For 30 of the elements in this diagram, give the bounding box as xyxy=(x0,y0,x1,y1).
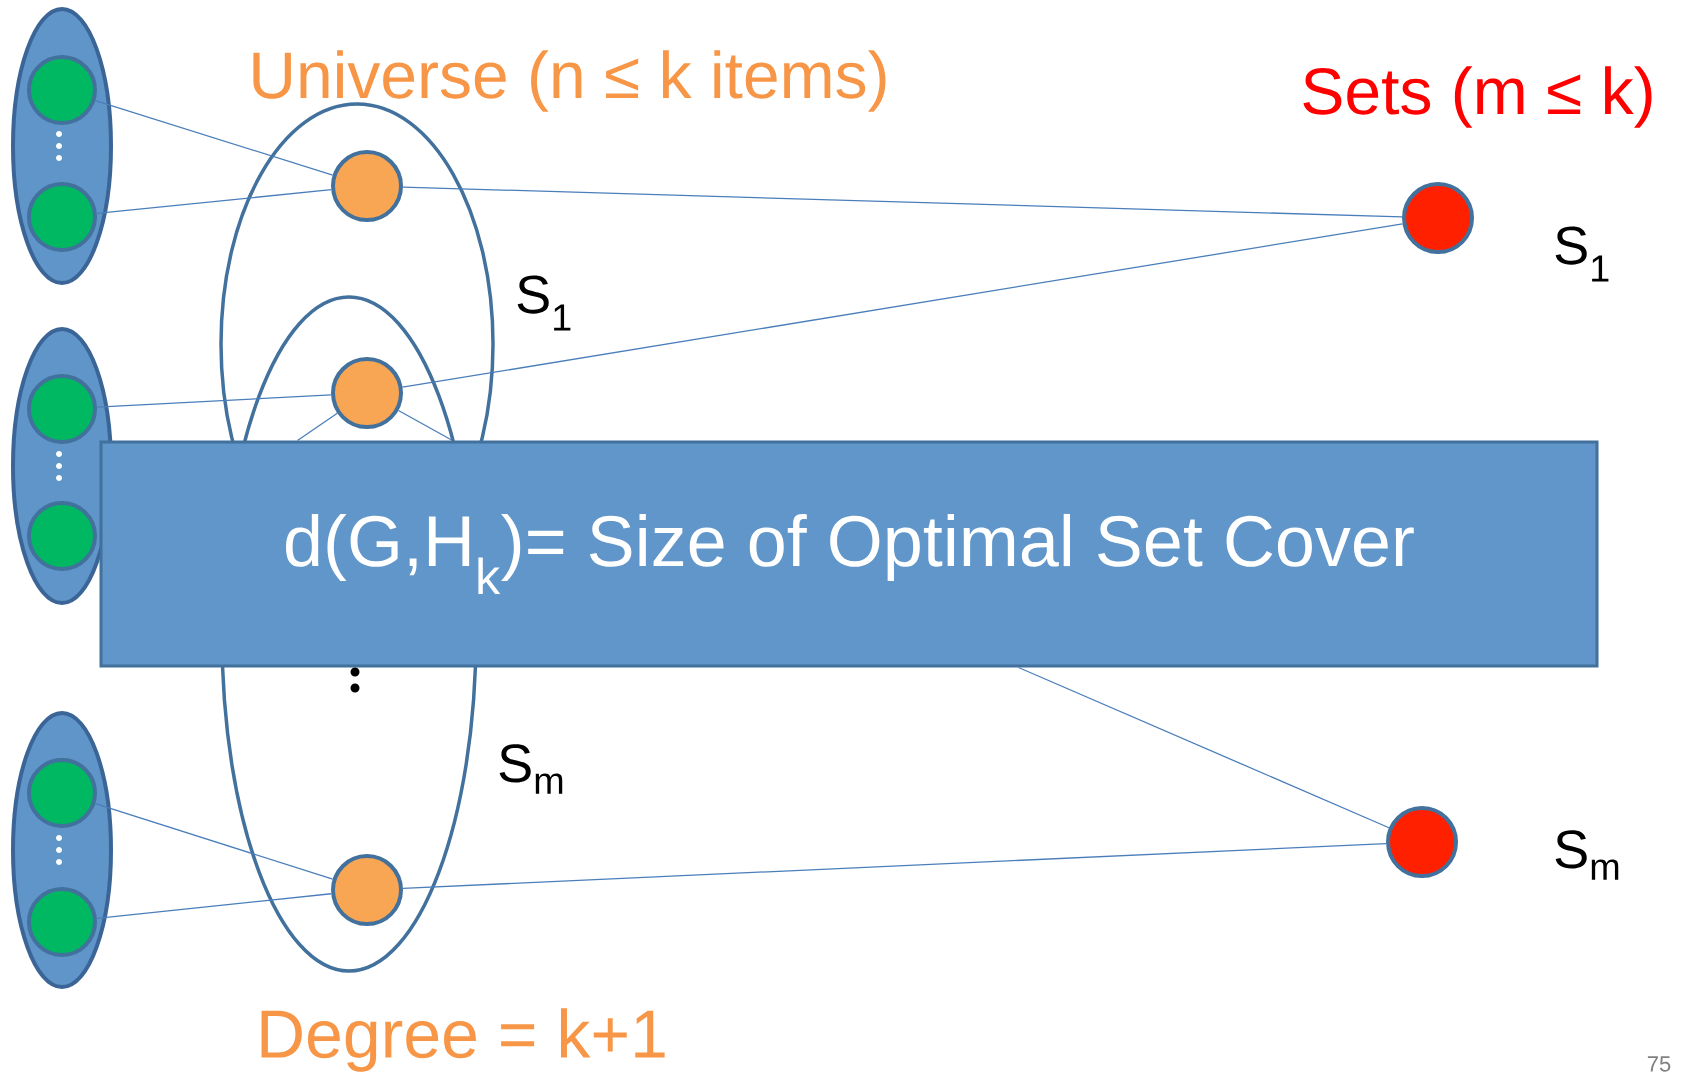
connector-line xyxy=(96,189,332,215)
node-circle xyxy=(27,374,97,444)
heading: Sets (m ≤ k) xyxy=(1303,66,1652,128)
connector-line xyxy=(96,394,332,408)
node-circle xyxy=(331,854,403,926)
caption: Degree = k+1 xyxy=(261,1008,665,1072)
node-circle xyxy=(331,357,403,429)
connector-line xyxy=(1017,666,1390,829)
connector-line xyxy=(94,802,334,880)
node-circle xyxy=(27,182,97,252)
node-label: S$_{1}$ xyxy=(517,275,571,331)
node-circle xyxy=(27,887,97,957)
connector-line xyxy=(96,893,332,919)
page-number: 75 xyxy=(1647,1056,1671,1072)
heading: Universe (n ≤ k items) xyxy=(253,50,886,112)
node-circle xyxy=(1402,182,1474,254)
connector-line xyxy=(401,223,1404,388)
connector-line xyxy=(402,843,1387,890)
node-circle xyxy=(331,150,403,222)
text-box: d(G,H$_{k}$)= Size of Optimal Set Cover xyxy=(99,440,1599,668)
node-circle xyxy=(27,55,97,125)
set-label: S$_{1}$ xyxy=(1555,226,1609,282)
connector-line xyxy=(296,412,338,442)
set-label: S$_{m}$ xyxy=(1555,830,1619,880)
node-label: S$_{m}$ xyxy=(499,744,563,794)
connector-line xyxy=(402,186,1403,218)
node-circle xyxy=(27,501,97,571)
node-circle xyxy=(27,758,97,828)
node-circle xyxy=(1386,806,1458,878)
connector-line xyxy=(94,99,334,176)
